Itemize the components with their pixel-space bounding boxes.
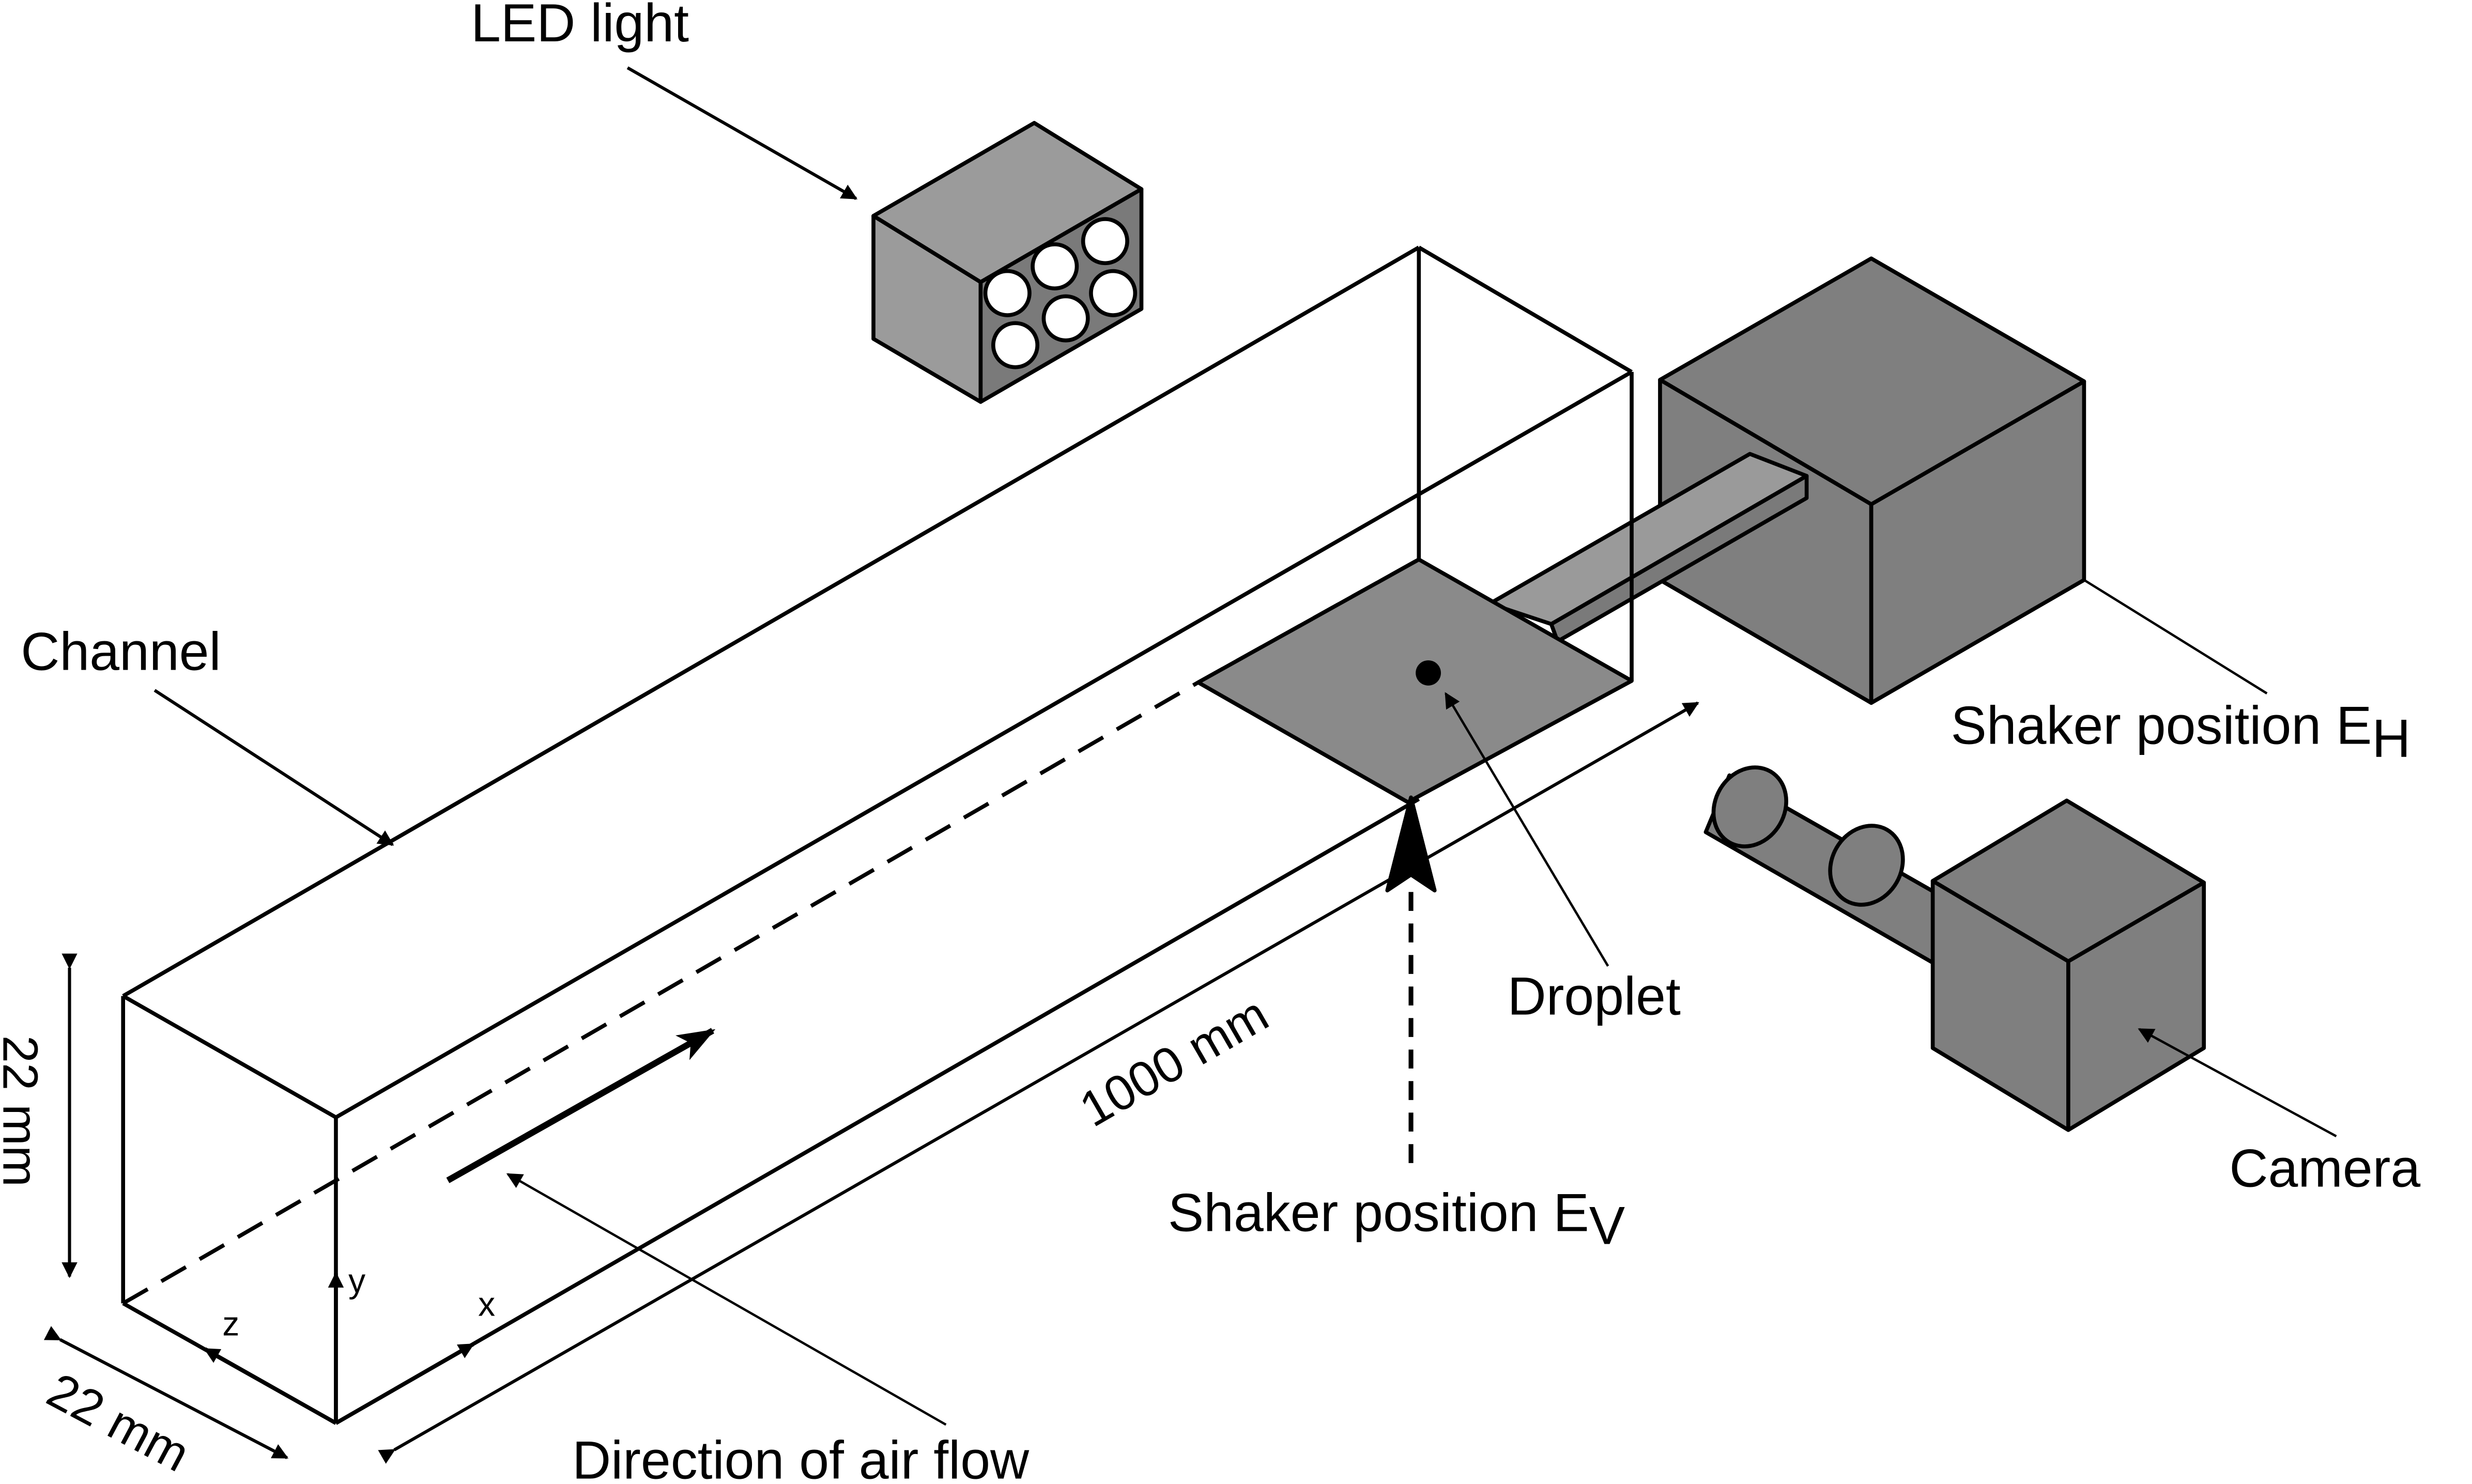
x-axis-arrow — [335, 1342, 474, 1425]
channel-front-top — [122, 994, 337, 1119]
length-dimension-arrow — [378, 701, 1699, 1464]
droplet-label: Droplet — [1508, 967, 1681, 1027]
air-flow-arrow — [446, 1028, 716, 1183]
shaker-h-leader-line — [2083, 579, 2268, 694]
channel-top-back-edge — [122, 245, 1420, 998]
camera-lens-end — [1711, 765, 1788, 848]
led-bulb — [983, 269, 1032, 317]
led-bulb — [1081, 217, 1129, 266]
shaker-h-label-subscript: H — [2372, 709, 2410, 769]
led-bulb — [1041, 294, 1090, 343]
shaker-h-rod — [1487, 452, 1809, 644]
z-axis-arrow — [204, 1347, 337, 1425]
channel-leader-line — [153, 689, 394, 846]
width-dimension-arrow — [43, 1326, 289, 1459]
led-light-label: LED light — [471, 0, 689, 53]
shaker-v-label-subscript: V — [1589, 1196, 1625, 1256]
air-flow-leader-line — [506, 1173, 947, 1426]
camera-label: Camera — [2229, 1139, 2420, 1199]
shaker-h-label-text: Shaker position E — [1951, 696, 2372, 756]
shaker-v-label-text: Shaker position E — [1168, 1183, 1589, 1243]
led-bulb — [1031, 242, 1079, 290]
droplet-dot — [1416, 660, 1441, 686]
led-light-box — [871, 121, 1144, 404]
camera — [1703, 765, 2206, 1132]
led-bulb — [1089, 269, 1138, 317]
led-leader-line — [626, 66, 858, 200]
air-flow-label: Direction of air flow — [572, 1430, 1030, 1481]
shaker-v-label: Shaker position EV — [1168, 1183, 1625, 1256]
channel-label: Channel — [21, 622, 221, 682]
camera-body-right — [2066, 880, 2206, 1132]
width-dimension-label: 22 mm — [38, 1363, 198, 1481]
channel-bottom-front-edge — [335, 797, 1420, 1425]
z-axis-label: z — [222, 1304, 239, 1342]
shaker-h-label: Shaker position EH — [1951, 696, 2411, 769]
led-bulb — [991, 321, 1040, 369]
y-axis-label: y — [348, 1261, 365, 1300]
droplet-leader-line — [1445, 692, 1609, 967]
camera-leader-line — [2138, 1028, 2337, 1138]
x-axis-label: x — [478, 1285, 495, 1323]
channel-top-end-edge — [1418, 245, 1633, 374]
height-dimension-label: 22 mm — [0, 1035, 48, 1187]
camera-lens-ring — [1828, 824, 1905, 907]
length-dimension-label: 1000 mm — [1071, 986, 1278, 1138]
